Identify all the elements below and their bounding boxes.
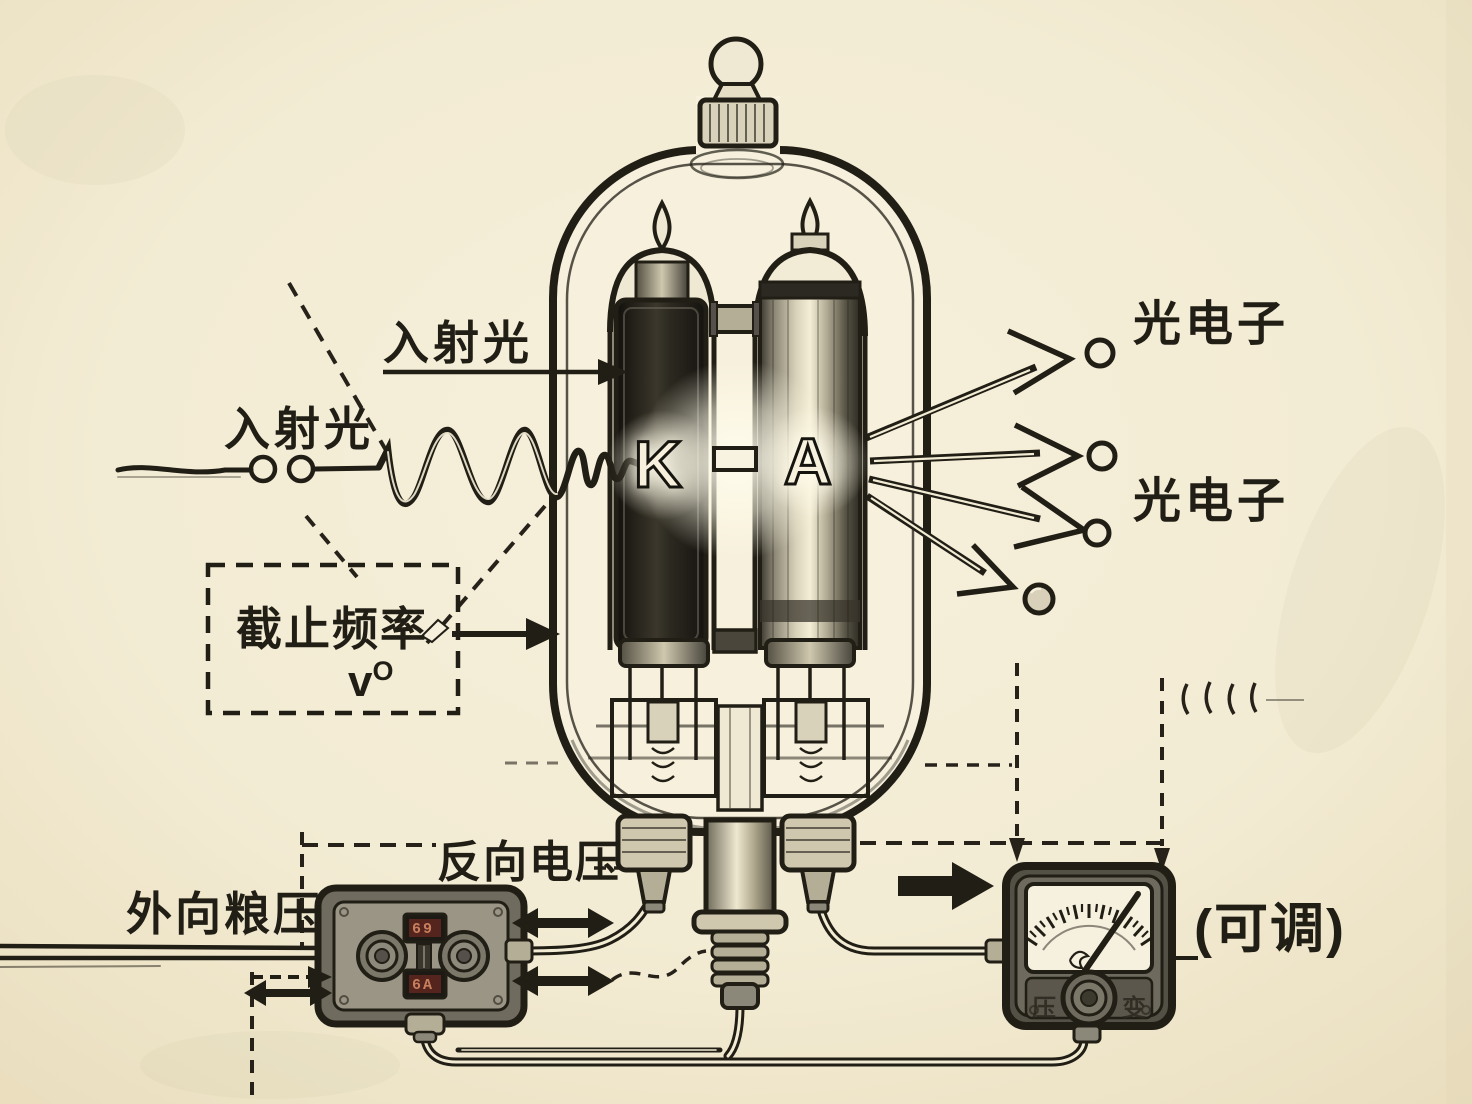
stem-threads: [710, 930, 770, 988]
solid-arrow-to-meter: [898, 862, 994, 910]
double-arrow-lower: [512, 966, 614, 996]
incident-light-label-top: 入射光: [383, 317, 533, 369]
electrode-connectors: [709, 301, 761, 654]
electrode-supports: [588, 664, 892, 812]
dashed-diagonal-upper: [287, 281, 389, 454]
cutoff-symbol-superscript: O: [372, 656, 394, 686]
wave-loop-1: [248, 454, 278, 484]
incident-light-arrow: [383, 359, 628, 385]
vacuum-tube: [549, 36, 931, 1010]
anode-bottom-cap: [764, 638, 856, 668]
incident-light-label-left: 入射光: [224, 403, 374, 455]
photoelectron-arrow-2: [869, 422, 1118, 489]
incident-light-wave: [115, 426, 654, 507]
photoelectron-arrows: [864, 328, 1118, 616]
center-stem: [703, 817, 777, 921]
dashed-arrowhead-1: [1009, 838, 1025, 862]
meter-engraving-right: 变: [1122, 995, 1146, 1022]
photoelectron-label-lower: 光电子: [1133, 475, 1290, 528]
hatch-tick-marks: [1181, 681, 1304, 715]
wire-bottom-bus: [419, 1025, 1089, 1067]
cutoff-symbol-base: v: [348, 657, 373, 706]
meter-knob: [1060, 969, 1118, 1027]
cathode-bottom-cap: [618, 638, 710, 668]
electron-circle-3: [1082, 518, 1112, 548]
meter-scale-ticks: [1024, 903, 1154, 951]
cathode-letter: K: [633, 426, 684, 503]
photoelectron-label-upper: 光电子: [1133, 298, 1290, 351]
left-input-wire: [0, 943, 325, 968]
adjustable-label: (可调): [1194, 899, 1346, 959]
circuit-wires: [0, 891, 1089, 1067]
electron-circle-2: [1086, 440, 1118, 472]
tube-base: [615, 813, 857, 1010]
dashed-diagonal-lower: [425, 504, 547, 645]
knob-ball: [708, 36, 764, 92]
base-collar-right: [779, 813, 857, 873]
anode-electrode: [752, 196, 868, 668]
meter-engraving-left: 压: [1032, 995, 1056, 1022]
box-knob-left: [356, 930, 408, 982]
box-window-top-digits: 69: [412, 921, 435, 938]
reverse-voltage-label: 反向电压: [437, 838, 621, 887]
wire-center-stem: [723, 1001, 745, 1061]
meter-needle: [1081, 891, 1141, 975]
cathode-pin: [635, 868, 673, 904]
tube-top-knob: [689, 36, 785, 180]
cutoff-callout-quad: [420, 618, 450, 644]
anode-letter: A: [783, 423, 834, 500]
stem-flange: [691, 909, 789, 935]
needle-pivot-scribble: [1068, 950, 1091, 970]
double-arrow-upper: [512, 908, 614, 938]
anode-pin: [799, 868, 837, 904]
dashed-arrowhead-2: [1154, 848, 1170, 872]
box-window-top: [402, 912, 448, 944]
cutoff-frequency-symbol: vO: [348, 657, 394, 706]
dashed-arrow-bottom-left: [252, 966, 332, 988]
electron-circle-1: [1084, 337, 1116, 369]
photoelectron-arrow-1: [864, 328, 1116, 442]
cathode-finial: [652, 198, 672, 253]
stem-plug: [720, 982, 760, 1010]
photoelectron-arrow-3: [868, 475, 1112, 550]
box-window-bottom-digits: 6A: [412, 977, 435, 994]
cutoff-arrow-head: [526, 618, 560, 650]
dashed-squiggle-stem: [610, 949, 707, 982]
cathode-cap: [634, 260, 690, 302]
box-knob-right: [438, 930, 490, 982]
box-port-right: [504, 938, 534, 964]
cutoff-frequency-label: 截止频率: [236, 603, 428, 655]
voltmeter: [984, 862, 1198, 1044]
meter-bottom-connector: [1072, 1024, 1102, 1044]
photoelectron-arrow-4: [865, 493, 1056, 616]
power-supply-box: [314, 884, 534, 1044]
wire-box-to-cathode-pin: [515, 891, 657, 956]
base-collar-left: [615, 813, 693, 873]
applied-voltage-label: 外向粮压: [126, 888, 322, 940]
annotation-arrows: [244, 862, 994, 1006]
cutoff-frequency-box: [205, 562, 560, 716]
